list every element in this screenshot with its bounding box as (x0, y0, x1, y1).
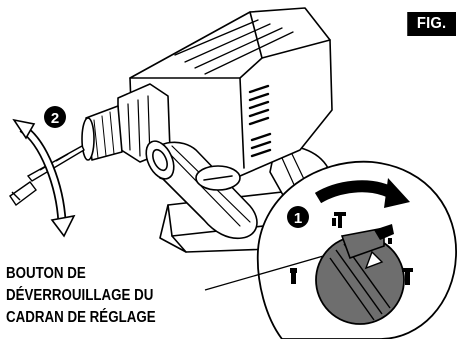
svg-text:1: 1 (294, 210, 302, 227)
callout-line: BOUTON DE (6, 263, 156, 285)
callout-line: CADRAN DE RÉGLAGE (6, 307, 156, 329)
bit-tip-icon (10, 182, 36, 205)
unlock-button-callout: BOUTON DE DÉVERROUILLAGE DU CADRAN DE RÉ… (6, 263, 156, 329)
figure-label: FIG. 11 (407, 12, 456, 36)
callout-line: DÉVERROUILLAGE DU (6, 285, 156, 307)
step-1-badge: 1 (287, 206, 309, 228)
svg-text:2: 2 (51, 110, 59, 127)
step-2-badge: 2 (44, 106, 66, 128)
rotation-arrow (14, 120, 74, 236)
hammer-only-icon (290, 268, 297, 284)
